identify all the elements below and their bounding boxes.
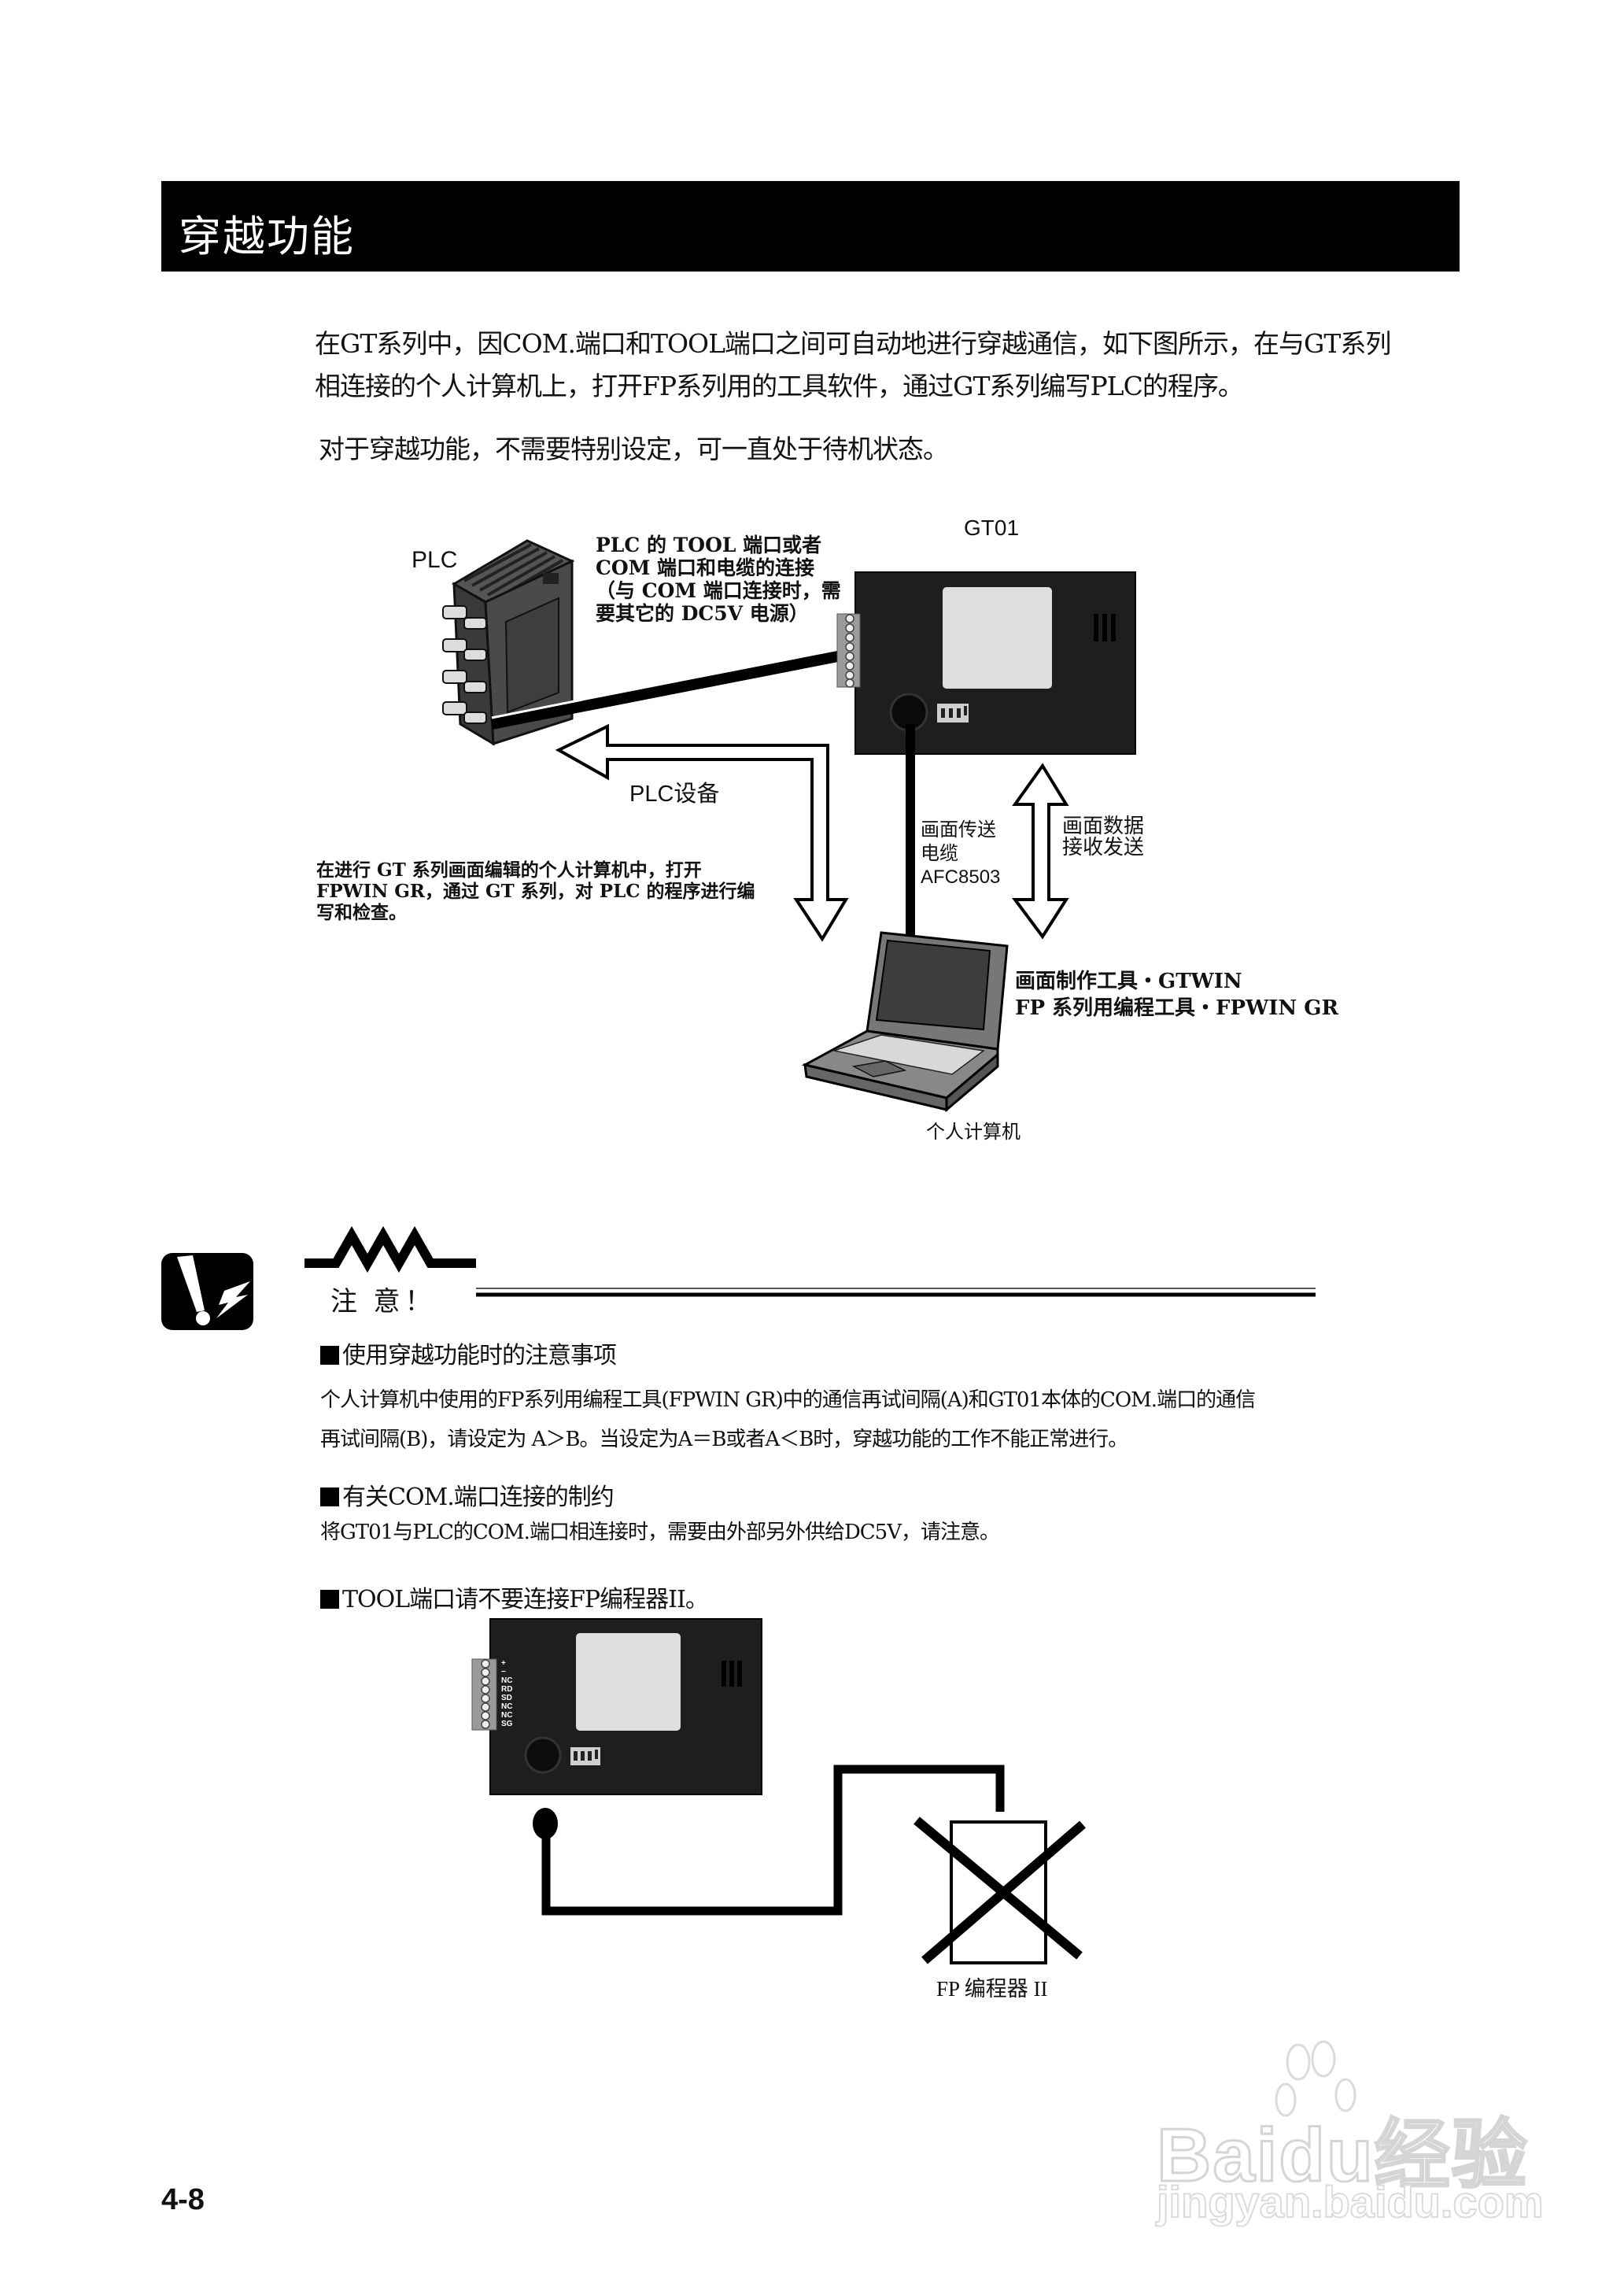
terminal-label: NC	[501, 1711, 513, 1720]
caution-body-1-line-1: 个人计算机中使用的FP系列用编程工具(FPWIN GR)中的通信再试间隔(A)和…	[320, 1388, 1256, 1412]
software-labels: 画面制作工具・GTWIN FP 系列用编程工具・FPWIN GR	[1015, 968, 1338, 1022]
page-number: 4-8	[161, 2183, 205, 2216]
bullet-square-icon	[320, 1590, 339, 1609]
software-label-fpwin: FP 系列用编程工具・FPWIN GR	[1015, 996, 1339, 1020]
plc-label: PLC	[412, 547, 458, 573]
pc-edit-note: 在进行 GT 系列画面编辑的个人计算机中，打开 FPWIN GR，通过 GT 系…	[316, 859, 755, 923]
terminal-label: NC	[501, 1702, 513, 1711]
watermark-url: jingyan.baidu.com	[1156, 2176, 1545, 2227]
connection-note-line: COM 端口和电缆的连接	[596, 556, 815, 579]
terminal-labels: + − NC RD SD NC NC SG	[501, 1659, 512, 1728]
section-title: 穿越功能	[179, 212, 355, 261]
terminal-label: SD	[501, 1694, 512, 1702]
paw-icon	[1275, 2040, 1356, 2117]
laptop-icon	[801, 931, 1009, 1113]
bullet-square-icon	[320, 1488, 339, 1506]
software-label-gtwin: 画面制作工具・GTWIN	[1015, 970, 1242, 993]
zigzag-icon	[304, 1225, 476, 1273]
terminal-label: −	[501, 1668, 506, 1676]
connection-note: PLC 的 TOOL 端口或者 COM 端口和电缆的连接 （与 COM 端口连接…	[596, 534, 841, 625]
caution-body-1-line-2: 再试间隔(B)，请设定为 A＞B。当设定为A＝B或者A＜B时，穿越功能的工作不能…	[320, 1428, 1128, 1451]
plc-device-arrow-label: PLC设备	[629, 782, 720, 807]
intro-line-2: 相连接的个人计算机上，打开FP系列用的工具软件，通过GT系列编写PLC的程序。	[315, 371, 1244, 401]
caution-heading-2: 有关COM.端口连接的制约	[320, 1484, 615, 1511]
baidu-watermark: Baidu经验 jingyan.baidu.com	[1156, 2038, 1545, 2227]
connection-note-line: （与 COM 端口连接时，需	[596, 579, 841, 602]
caution-title: 注 意！	[330, 1288, 437, 1317]
heading-text: TOOL端口请不要连接FP编程器II。	[342, 1586, 709, 1613]
data-label-line: 画面数据	[1062, 814, 1145, 837]
terminal-label: +	[501, 1659, 506, 1668]
pc-label: 个人计算机	[926, 1122, 1021, 1143]
pc-note-line: FPWIN GR，通过 GT 系列，对 PLC 的程序进行编	[316, 881, 755, 902]
caution-heading-1: 使用穿越功能时的注意事项	[320, 1342, 617, 1369]
cable-label-line: 画面传送	[921, 819, 996, 841]
caution-body-2-line-1: 将GT01与PLC的COM.端口相连接时，需要由外部另外供给DC5V，请注意。	[320, 1521, 1000, 1544]
data-transfer-label: 画面数据 接收发送	[1062, 815, 1144, 858]
cable-model: AFC8503	[921, 867, 1001, 888]
intro-line-3: 对于穿越功能，不需要特别设定，可一直处于待机状态。	[319, 434, 949, 464]
bullet-square-icon	[320, 1346, 339, 1365]
programmer-cable	[541, 1765, 1005, 1916]
heading-text: 使用穿越功能时的注意事项	[342, 1342, 617, 1369]
connection-note-line: 要其它的 DC5V 电源）	[596, 602, 809, 625]
data-transfer-arrow	[1012, 763, 1069, 940]
terminal-label: NC	[501, 1676, 513, 1685]
fp-programmer-label: FP 编程器 II	[936, 1977, 1048, 2001]
terminal-label: SG	[501, 1720, 513, 1728]
gt01-device-icon	[836, 571, 1136, 755]
section-header-bar: 穿越功能	[161, 181, 1460, 272]
plc-device-icon	[442, 539, 575, 746]
cable-label: 画面传送 电缆 AFC8503	[921, 819, 1000, 889]
pc-note-line: 写和检查。	[316, 902, 407, 923]
watermark-brand: Baidu经验	[1156, 2112, 1529, 2199]
warning-icon	[161, 1253, 253, 1330]
intro-line-1: 在GT系列中，因COM.端口和TOOL端口之间可自动地进行穿越通信，如下图所示，…	[315, 328, 1391, 359]
connection-note-line: PLC 的 TOOL 端口或者	[596, 534, 822, 556]
gt01-bottom-device-icon	[471, 1618, 762, 1795]
caution-heading-3: TOOL端口请不要连接FP编程器II。	[320, 1586, 709, 1613]
cable-label-line: 电缆	[921, 843, 958, 864]
heading-text: 有关COM.端口连接的制约	[342, 1484, 615, 1511]
terminal-label: RD	[501, 1685, 513, 1694]
gt01-label: GT01	[964, 516, 1020, 540]
plc-device-arrow	[555, 723, 849, 942]
pc-note-line: 在进行 GT 系列画面编辑的个人计算机中，打开	[316, 859, 702, 881]
data-label-line: 接收发送	[1062, 835, 1145, 859]
